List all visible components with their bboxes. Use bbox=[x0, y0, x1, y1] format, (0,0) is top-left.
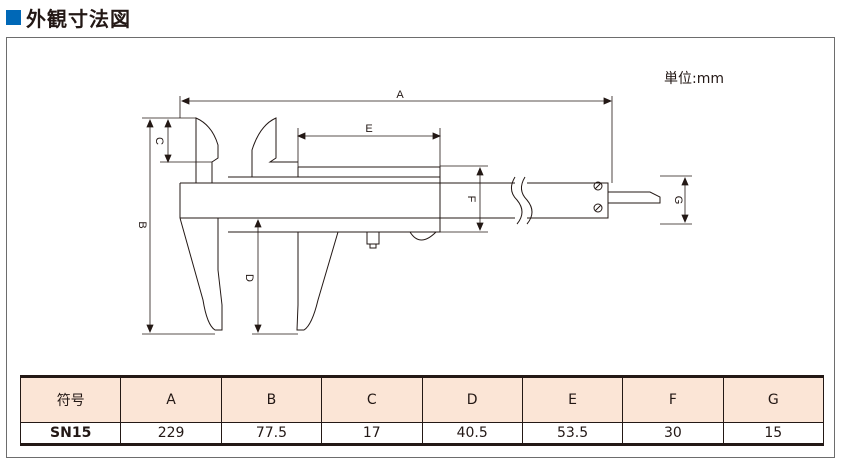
dim-f-line bbox=[440, 165, 488, 233]
row-cell-model: SN15 bbox=[19, 422, 122, 446]
header-cell-b: B bbox=[220, 375, 323, 423]
heading-title: 外観寸法図 bbox=[26, 6, 131, 31]
fixed-lower-jaw bbox=[179, 217, 223, 331]
dim-label-a: A bbox=[396, 89, 404, 101]
thumb-roller bbox=[409, 231, 437, 241]
dim-e-line bbox=[297, 128, 441, 167]
drawing-frame bbox=[6, 37, 835, 458]
header-cell-e: E bbox=[521, 375, 624, 423]
dimension-table: 符号 A B C D E F G SN15 229 77.5 17 40.5 5… bbox=[19, 375, 825, 446]
header-cell-g: G bbox=[722, 375, 825, 423]
dim-b-line bbox=[142, 117, 215, 335]
dim-label-b: B bbox=[136, 221, 148, 228]
unit-label: 単位:mm bbox=[664, 71, 724, 87]
lock-screw bbox=[366, 231, 380, 245]
dim-d-line bbox=[252, 217, 298, 335]
beam-break-mark-2 bbox=[521, 176, 533, 225]
table-row: SN15 229 77.5 17 40.5 53.5 30 15 bbox=[19, 422, 825, 446]
beam-right-section bbox=[527, 182, 609, 219]
section-heading: 外観寸法図 bbox=[6, 3, 131, 31]
table-header-row: 符号 A B C D E F G bbox=[19, 375, 825, 423]
row-cell-g: 15 bbox=[722, 422, 825, 446]
slider-upper-jaw bbox=[251, 117, 298, 177]
dim-label-e: E bbox=[365, 123, 372, 135]
beam-left-section bbox=[179, 182, 515, 219]
beam-break-mark bbox=[511, 176, 523, 225]
header-cell-d: D bbox=[421, 375, 523, 423]
depth-rod bbox=[608, 191, 661, 204]
row-cell-c: 17 bbox=[321, 422, 423, 446]
row-cell-e: 53.5 bbox=[521, 422, 624, 446]
row-cell-b: 77.5 bbox=[220, 422, 323, 446]
fixed-upper-jaw bbox=[195, 117, 219, 183]
dim-label-d: D bbox=[243, 274, 255, 282]
dim-label-g: G bbox=[672, 196, 684, 205]
beam-screw-bottom bbox=[593, 203, 603, 213]
slider-lower-jaw bbox=[296, 231, 339, 331]
blue-square-icon bbox=[6, 9, 21, 25]
caliper-drawing: A B C D E F G bbox=[136, 89, 692, 335]
slider-body bbox=[228, 176, 441, 233]
beam-screw-top bbox=[593, 181, 603, 191]
header-cell-symbol: 符号 bbox=[19, 375, 122, 423]
row-cell-a: 229 bbox=[120, 422, 222, 446]
dim-a-line bbox=[179, 96, 613, 183]
dim-label-f: F bbox=[465, 196, 477, 203]
header-cell-c: C bbox=[321, 375, 423, 423]
row-cell-f: 30 bbox=[622, 422, 724, 446]
slider-window bbox=[297, 166, 441, 177]
header-cell-a: A bbox=[120, 375, 222, 423]
row-cell-d: 40.5 bbox=[421, 422, 523, 446]
dim-label-c: C bbox=[153, 137, 165, 145]
header-cell-f: F bbox=[622, 375, 724, 423]
